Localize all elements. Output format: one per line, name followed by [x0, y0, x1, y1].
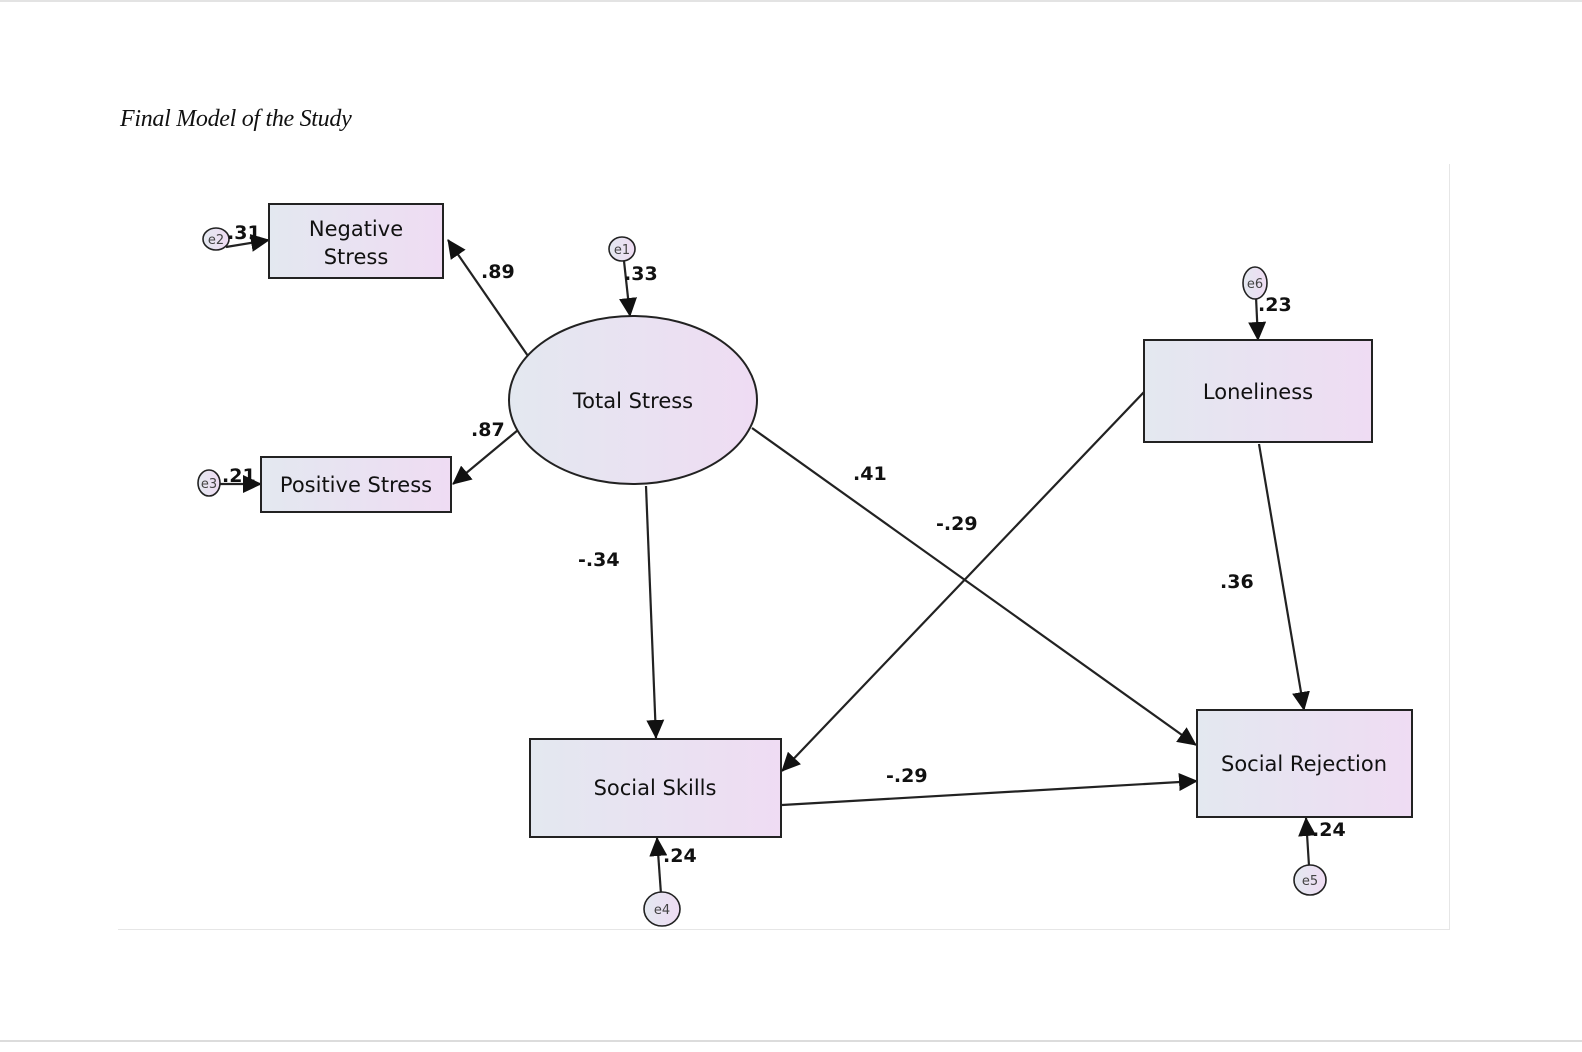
node-total-stress: Total Stress [508, 315, 758, 485]
node-negative-stress: Negative Stress [268, 203, 444, 279]
path-skills-to-rejection [781, 773, 1198, 807]
path-total-to-skills [644, 485, 665, 739]
error-e3: e3 [197, 469, 221, 497]
error-e4: e4 [643, 891, 681, 927]
coef-total-to-negative: .89 [481, 261, 515, 283]
error-e6: e6 [1242, 266, 1268, 300]
e3-label: e3 [201, 477, 217, 492]
path-loneliness-to-skills [781, 391, 1145, 772]
social-skills-label: Social Skills [594, 776, 717, 800]
path-total-to-rejection [751, 427, 1197, 746]
bottom-rule [0, 1040, 1582, 1042]
node-social-rejection: Social Rejection [1196, 709, 1413, 818]
paths [219, 234, 1317, 895]
node-positive-stress: Positive Stress [260, 456, 452, 513]
path-e5-to-rejection [1298, 817, 1317, 867]
r2-social-rejection: .24 [1312, 819, 1346, 841]
e4-label: e4 [654, 903, 670, 918]
coefficients: .89 .87 -.34 .41 -.29 .36 -.29 .31 .21 .… [222, 222, 1346, 867]
negative-stress-label-line2: Stress [324, 245, 389, 269]
path-total-to-negative [447, 239, 529, 357]
total-stress-label: Total Stress [572, 389, 693, 413]
r2-positive-stress: .21 [222, 465, 256, 487]
node-social-skills: Social Skills [529, 738, 782, 838]
r2-social-skills: .24 [663, 845, 697, 867]
coef-total-to-skills: -.34 [578, 549, 620, 571]
diagram-frame [118, 164, 1450, 930]
loneliness-label: Loneliness [1203, 380, 1313, 404]
r2-loneliness: .23 [1258, 294, 1292, 316]
path-e4-to-skills [649, 837, 668, 895]
negative-stress-label-line1: Negative [309, 217, 403, 241]
positive-stress-label: Positive Stress [280, 473, 432, 497]
coef-total-to-positive: .87 [471, 419, 505, 441]
figure-caption: Final Model of the Study [120, 106, 352, 132]
path-e6-to-loneliness [1248, 296, 1267, 341]
r2-total-stress: .33 [624, 263, 658, 285]
path-e2-to-negative [225, 234, 270, 252]
social-rejection-label: Social Rejection [1221, 752, 1387, 776]
e1-label: e1 [614, 243, 630, 258]
e5-label: e5 [1302, 874, 1318, 889]
error-e5: e5 [1293, 864, 1327, 896]
e2-label: e2 [208, 233, 224, 248]
top-rule [0, 0, 1582, 2]
coef-loneliness-to-rejection: .36 [1220, 571, 1254, 593]
path-loneliness-to-rejection [1257, 443, 1310, 711]
coef-total-to-rejection: .41 [853, 463, 887, 485]
e6-label: e6 [1247, 277, 1263, 292]
coef-loneliness-to-skills: -.29 [936, 513, 978, 535]
path-e1-to-total [619, 260, 637, 317]
coef-skills-to-rejection: -.29 [886, 765, 928, 787]
path-total-to-positive [452, 429, 519, 485]
error-e1: e1 [608, 236, 636, 262]
error-e2: e2 [202, 227, 230, 251]
r2-negative-stress: .31 [227, 222, 261, 244]
node-loneliness: Loneliness [1143, 339, 1373, 443]
